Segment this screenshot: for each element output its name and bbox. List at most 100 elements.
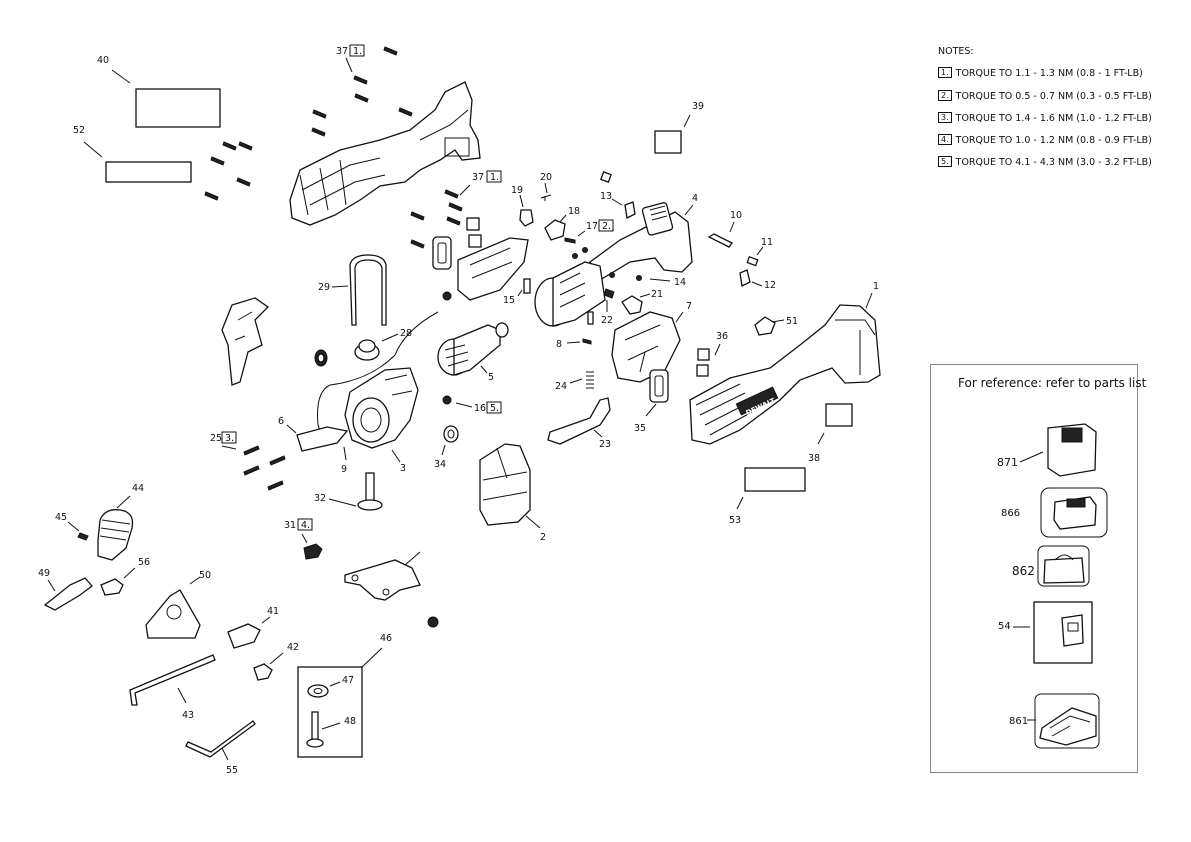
callout-22: 22 bbox=[601, 315, 613, 326]
reference-861-case bbox=[1027, 693, 1100, 749]
part-16: 16 5. bbox=[442, 395, 502, 414]
reference-862-bag bbox=[1037, 545, 1090, 587]
callout-52: 52 bbox=[73, 125, 85, 136]
callout-23: 23 bbox=[599, 439, 611, 450]
part-34: 34 bbox=[434, 425, 459, 470]
callout-48: 48 bbox=[344, 716, 356, 727]
part-51: 51 bbox=[754, 316, 798, 336]
callout-51: 51 bbox=[786, 316, 798, 327]
note-flag: 5. bbox=[938, 156, 952, 168]
note-text: TORQUE TO 1.1 - 1.3 NM (0.8 - 1 FT-LB) bbox=[955, 68, 1143, 80]
callout-56: 56 bbox=[138, 557, 150, 568]
part-29: 29 bbox=[318, 254, 387, 326]
flag-37-a: 1. bbox=[353, 46, 362, 57]
callout-45: 45 bbox=[55, 512, 67, 523]
note-flag: 4. bbox=[938, 134, 952, 146]
callout-25: 25 bbox=[210, 433, 222, 444]
note-item: 5.TORQUE TO 4.1 - 4.3 NM (3.0 - 3.2 FT-L… bbox=[938, 152, 1152, 174]
reference-panel bbox=[930, 364, 1138, 773]
part-38-label: 38 bbox=[808, 403, 853, 464]
callout-49: 49 bbox=[38, 568, 50, 579]
reference-label-862: 862 bbox=[1012, 564, 1035, 578]
parts-17-20: 19 20 18 17 2. bbox=[511, 172, 614, 244]
note-text: TORQUE TO 0.5 - 0.7 NM (0.3 - 0.5 FT-LB) bbox=[955, 90, 1152, 102]
part-13: 13 bbox=[600, 171, 636, 219]
note-text: TORQUE TO 4.1 - 4.3 NM (3.0 - 3.2 FT-LB) bbox=[955, 157, 1152, 169]
callout-18: 18 bbox=[568, 206, 580, 217]
reference-label-861: 861 bbox=[1009, 716, 1029, 727]
flag-31: 4. bbox=[301, 520, 310, 531]
part-52-label: 52 bbox=[73, 125, 192, 183]
parts-6-9: 6 9 bbox=[278, 416, 349, 475]
part-4-switch: 4 bbox=[589, 193, 698, 281]
screws-37: 37 1. bbox=[204, 44, 413, 201]
note-text: TORQUE TO 1.0 - 1.2 NM (0.8 - 0.9 FT-LB) bbox=[955, 135, 1152, 147]
parts-10-12: 10 11 12 bbox=[707, 210, 776, 291]
part-44-dust-adapter: 44 bbox=[97, 483, 144, 561]
callout-47: 47 bbox=[342, 675, 354, 686]
parts-21-22: 21 22 bbox=[587, 288, 663, 326]
part-14-field: 14 bbox=[534, 247, 686, 327]
part-46-kit: 46 47 48 bbox=[297, 633, 392, 758]
part-23-lever: 23 bbox=[547, 397, 611, 450]
screws-37-b: 37 1. bbox=[410, 170, 502, 249]
callout-34: 34 bbox=[434, 459, 446, 470]
reference-label-54: 54 bbox=[998, 621, 1011, 632]
callout-16: 16 bbox=[474, 403, 486, 414]
part-45: 45 bbox=[55, 512, 89, 541]
callout-46: 46 bbox=[380, 633, 392, 644]
part-32-spindle: 32 bbox=[314, 472, 383, 511]
reference-label-866: 866 bbox=[1001, 508, 1021, 519]
callout-20: 20 bbox=[540, 172, 552, 183]
reference-866-battery bbox=[1040, 487, 1108, 538]
side-clip bbox=[221, 297, 270, 386]
notes-title: NOTES: bbox=[938, 46, 974, 57]
callout-3: 3 bbox=[400, 463, 406, 474]
callout-2: 2 bbox=[540, 532, 546, 543]
note-flag: 3. bbox=[938, 111, 952, 123]
callout-28: 28 bbox=[400, 328, 412, 339]
part-1-main-tool: DEWALT 1 bbox=[689, 281, 881, 445]
note-item: 2.TORQUE TO 0.5 - 0.7 NM (0.3 - 0.5 FT-L… bbox=[938, 86, 1152, 108]
note-item: 1.TORQUE TO 1.1 - 1.3 NM (0.8 - 1 FT-LB) bbox=[938, 63, 1152, 85]
callout-29: 29 bbox=[318, 282, 330, 293]
housing-half bbox=[289, 81, 481, 226]
callout-37-a: 37 bbox=[336, 46, 348, 57]
callout-8: 8 bbox=[556, 339, 562, 350]
part-15: 15 bbox=[503, 278, 531, 306]
note-text: TORQUE TO 1.4 - 1.6 NM (1.0 - 1.2 FT-LB) bbox=[955, 112, 1152, 124]
callout-19: 19 bbox=[511, 185, 523, 196]
flag-25: 3. bbox=[225, 433, 234, 444]
callout-37-b: 37 bbox=[472, 172, 484, 183]
part-56: 56 bbox=[100, 557, 150, 596]
callout-6: 6 bbox=[278, 416, 284, 427]
callout-4: 4 bbox=[692, 193, 698, 204]
note-flag: 1. bbox=[938, 67, 952, 79]
callout-11: 11 bbox=[761, 237, 773, 248]
part-39-label: 39 bbox=[654, 101, 704, 154]
callout-17: 17 bbox=[586, 221, 598, 232]
part-5-armature: 5 bbox=[437, 322, 509, 383]
callout-43: 43 bbox=[182, 710, 194, 721]
gear-housing-part bbox=[432, 217, 529, 301]
screws-25: 25 3. bbox=[210, 431, 286, 491]
note-flag: 2. bbox=[938, 89, 952, 101]
callout-35: 35 bbox=[634, 423, 646, 434]
part-31: 31 4. bbox=[284, 518, 323, 560]
flag-17: 2. bbox=[602, 221, 611, 232]
note-item: 3.TORQUE TO 1.4 - 1.6 NM (1.0 - 1.2 FT-L… bbox=[938, 108, 1152, 130]
callout-53: 53 bbox=[729, 515, 741, 526]
parts-8-24: 8 24 bbox=[555, 338, 594, 392]
callout-21: 21 bbox=[651, 289, 663, 300]
part-49-nozzle: 49 bbox=[38, 568, 93, 611]
callout-40: 40 bbox=[97, 55, 109, 66]
callout-14: 14 bbox=[674, 277, 686, 288]
callout-41: 41 bbox=[267, 606, 279, 617]
callout-12: 12 bbox=[764, 280, 776, 291]
callout-36: 36 bbox=[716, 331, 728, 342]
reference-54-hook bbox=[1013, 601, 1093, 664]
flag-37-b: 1. bbox=[490, 172, 499, 183]
part-41: 41 bbox=[227, 606, 279, 649]
callout-24: 24 bbox=[555, 381, 567, 392]
callout-50: 50 bbox=[199, 570, 211, 581]
